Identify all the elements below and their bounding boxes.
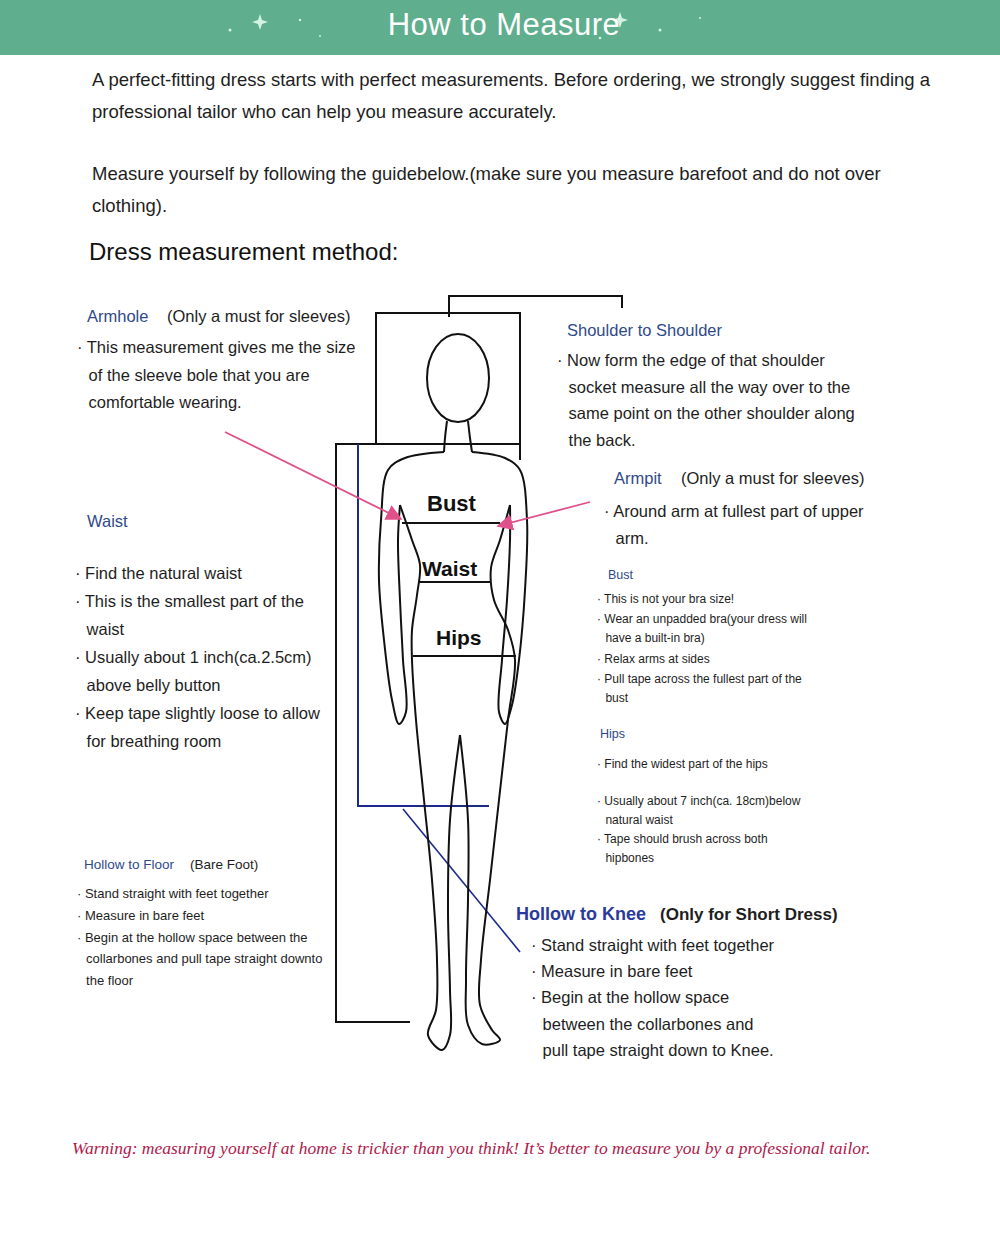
instruction-text: · Measure in bare feet xyxy=(531,958,863,984)
measure-heading: Waist xyxy=(87,510,128,533)
instruction-text: · Now form the edge of that shoulder soc… xyxy=(557,347,869,454)
measure-heading: Armhole xyxy=(87,305,148,328)
instruction-text: · Usually about 1 inch(ca.2.5cm) above b… xyxy=(75,644,347,699)
instruction-text: · This is the smallest part of the waist xyxy=(75,588,342,643)
body-outline xyxy=(460,505,515,1045)
intro-text: Measure yourself by following the guideb… xyxy=(92,158,932,222)
body-outline xyxy=(472,452,527,724)
instruction-text: · Measure in bare feet xyxy=(77,905,341,926)
body-outline xyxy=(468,421,472,452)
figure-label: Bust xyxy=(427,491,478,517)
figure-label: Waist xyxy=(422,556,479,581)
measure-note: (Bare Foot) xyxy=(190,856,258,875)
measure-heading: Hips xyxy=(600,726,625,744)
instruction-text: · Pull tape across the fullest part of t… xyxy=(597,670,820,709)
measure-line xyxy=(402,523,516,656)
measure-heading: Armpit xyxy=(614,467,662,490)
measure-heading: Bust xyxy=(608,567,633,585)
body-outline xyxy=(444,421,447,452)
instruction-text: · This is not your bra size! xyxy=(597,590,830,609)
instruction-text: · This measurement gives me the size of … xyxy=(77,334,374,417)
instruction-text: · Begin at the hollow space between the … xyxy=(531,984,783,1064)
pink-arrow xyxy=(498,502,590,526)
knee-bracket xyxy=(358,444,489,806)
body-outline xyxy=(379,334,528,1050)
figure-label: Hips xyxy=(436,625,484,650)
instruction-text: · Stand straight with feet together xyxy=(531,932,863,958)
measure-note: (Only a must for sleeves) xyxy=(167,305,350,328)
intro-text: A perfect-fitting dress starts with perf… xyxy=(92,64,932,128)
instruction-text: · Find the natural waist xyxy=(75,560,372,588)
measure-note: (Only a must for sleeves) xyxy=(681,467,864,490)
section-heading: Dress measurement method: xyxy=(89,236,398,267)
instruction-text: · Keep tape slightly loose to allow for … xyxy=(75,700,342,755)
instruction-text: · Wear an unpadded bra(your dress will h… xyxy=(597,610,830,649)
pink-arrow xyxy=(225,432,401,519)
measure-heading: Shoulder to Shoulder xyxy=(567,319,722,342)
instruction-text: · Usually about 7 inch(ca. 18cm)below na… xyxy=(597,792,805,830)
instruction-text: · Stand straight with feet together xyxy=(77,883,341,904)
instruction-text: · Relax arms at sides xyxy=(597,650,830,669)
page-title: How to Measure xyxy=(4,7,1000,43)
instruction-text: · Around arm at fullest part of upper ar… xyxy=(604,498,866,552)
instruction-text: · Tape should brush across both hipbones xyxy=(597,830,805,868)
measure-note: (Only for Short Dress) xyxy=(660,903,838,927)
instruction-text: · Begin at the hollow space between the … xyxy=(77,927,336,991)
instruction-text: · Find the widest part of the hips xyxy=(597,755,805,774)
warning-note: Warning: measuring yourself at home is t… xyxy=(72,1136,972,1161)
measure-heading: Hollow to Floor xyxy=(84,856,174,875)
measure-heading: Hollow to Knee xyxy=(516,902,646,927)
body-outline xyxy=(400,505,460,1050)
leader-line xyxy=(403,809,520,952)
